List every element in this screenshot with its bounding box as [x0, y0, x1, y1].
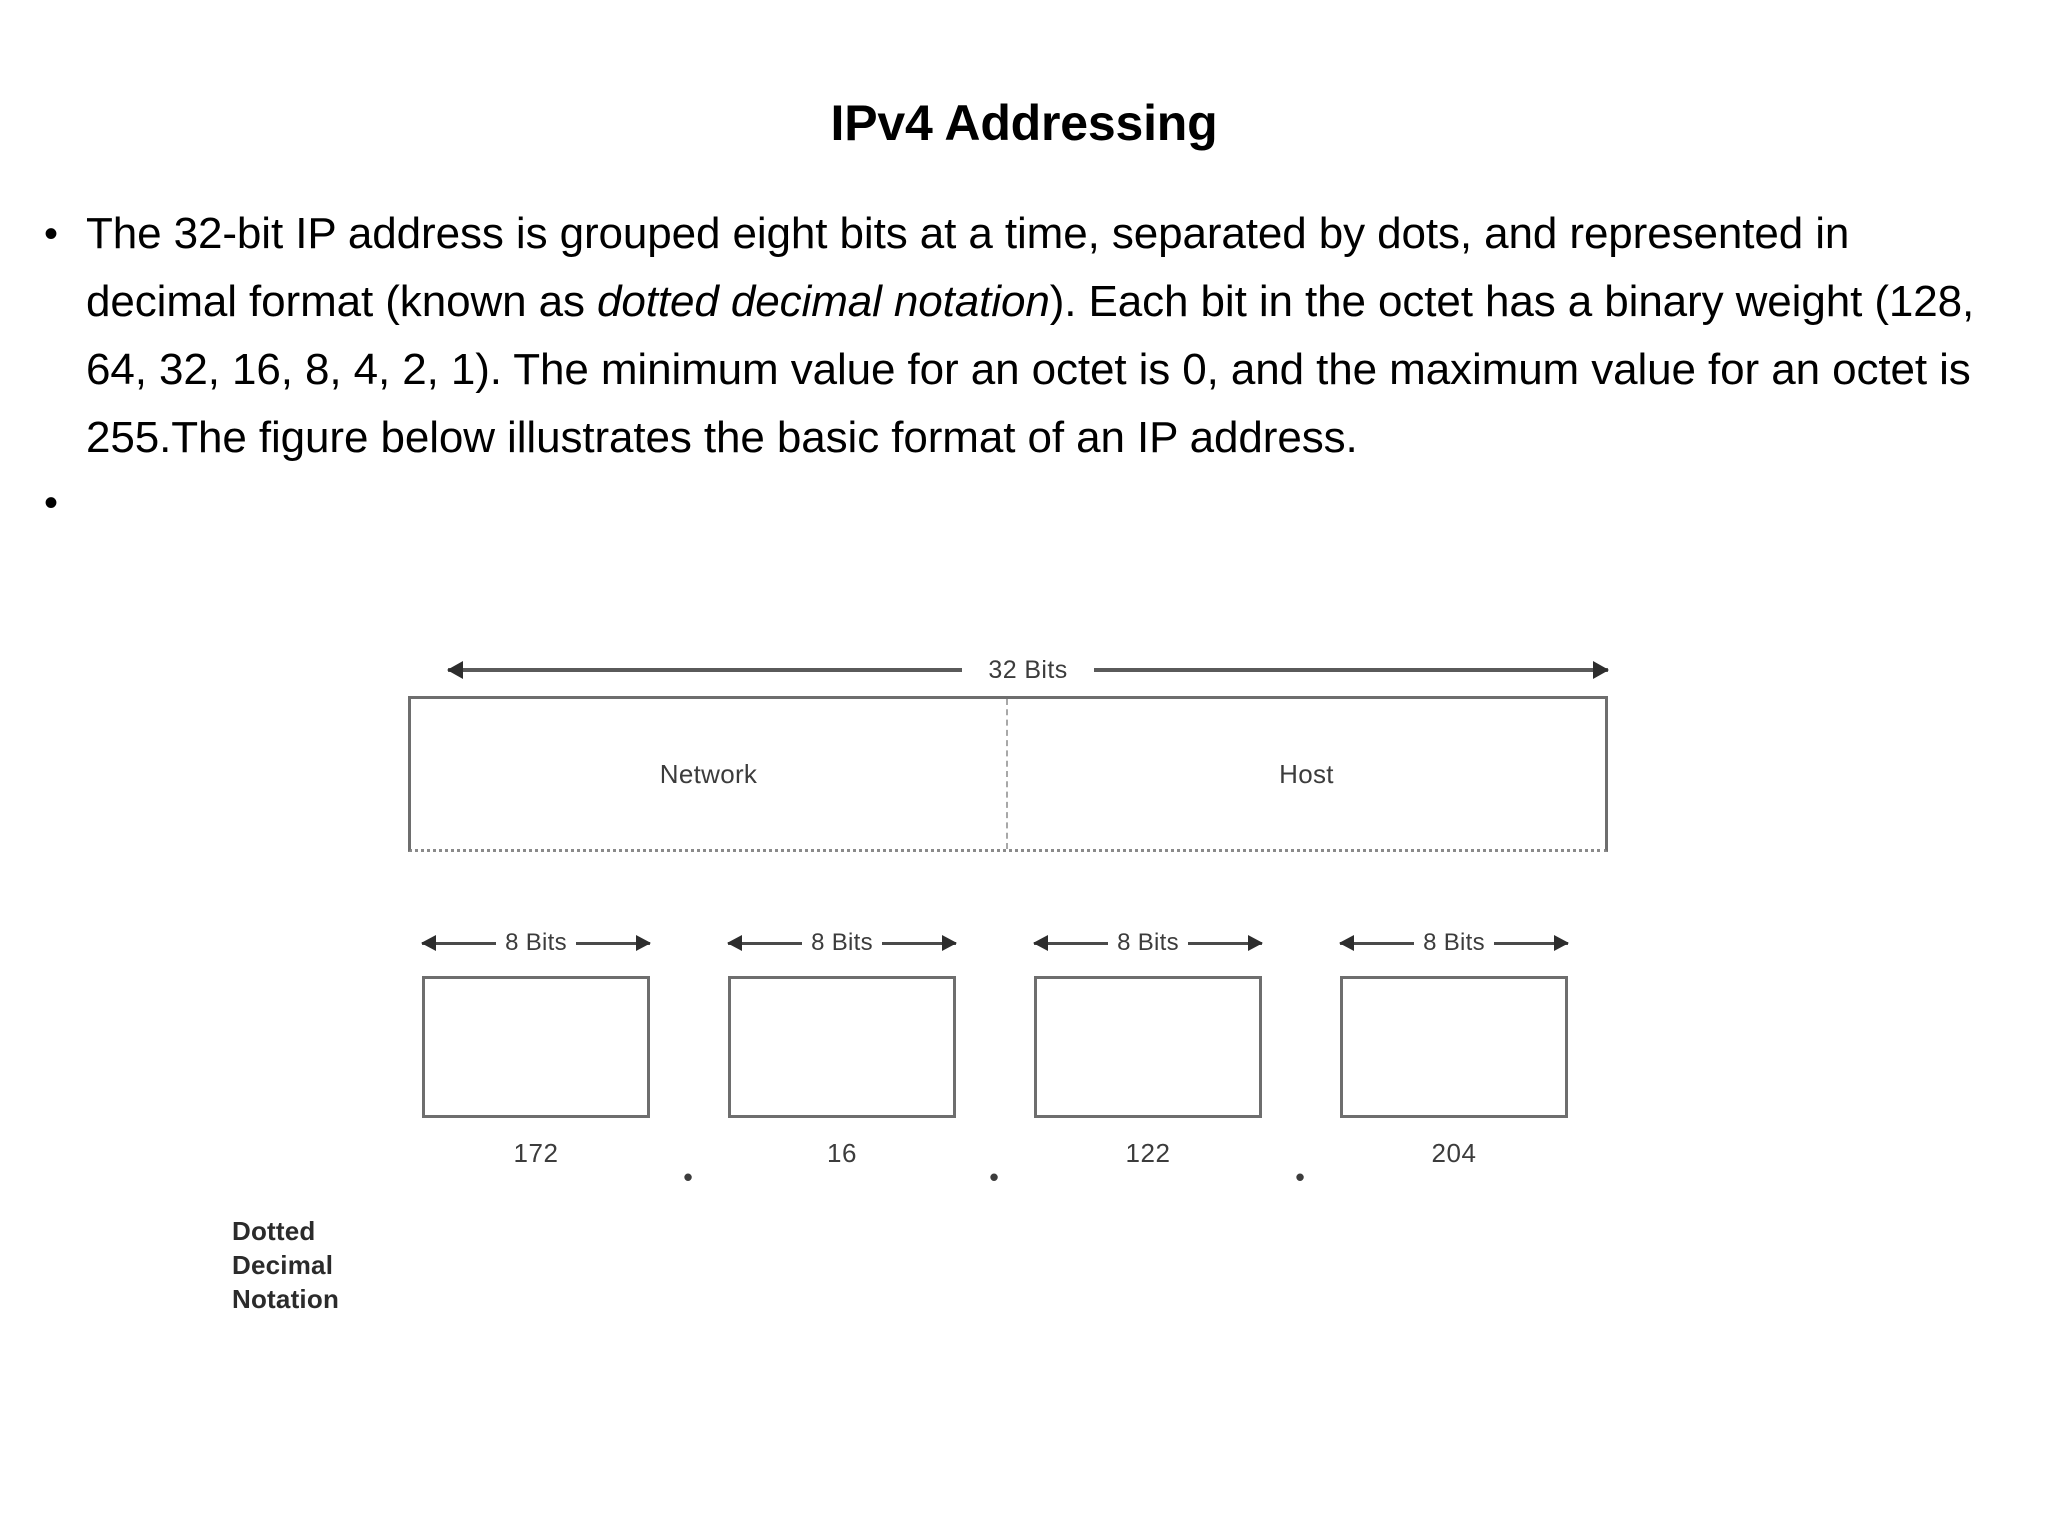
octet-value: 16 [827, 1138, 857, 1168]
octet-value: 122 [1125, 1138, 1171, 1168]
network-label: Network [659, 758, 758, 789]
octet-bits-label: 8 Bits [1423, 929, 1485, 956]
octet-group: Dotted Decimal Notation 8 Bits 172 [232, 926, 1608, 1314]
caption-line-3: Notation [232, 1284, 340, 1314]
dimension-line-right [1187, 935, 1264, 951]
octet-value: 172 [513, 1138, 559, 1168]
arrow-right-icon [1554, 935, 1570, 951]
bullet-marker-icon: • [44, 481, 59, 525]
caption-line-1: Dotted [232, 1216, 316, 1246]
octet-dimension: 8 Bits [1339, 926, 1570, 960]
arrow-right-icon [636, 935, 652, 951]
dimension-line-right [881, 935, 958, 951]
octet-separator-dot: • [683, 1162, 693, 1192]
bullet-segment-normal-1: The 32-bit IP address is grouped eight b… [86, 209, 1850, 326]
octet-dimension: 8 Bits [1033, 926, 1264, 960]
arrow-right-icon [1248, 935, 1264, 951]
total-width-dimension: 32 Bits [447, 648, 1610, 692]
octet-column: 8 Bits 204 [1339, 926, 1570, 1169]
dimension-line-left [421, 935, 497, 951]
octet-dimension: 8 Bits [727, 926, 958, 960]
octet-box [728, 976, 956, 1118]
dimension-line-left [727, 935, 803, 951]
arrow-left-icon [1339, 935, 1354, 951]
octet-box [422, 976, 650, 1118]
octet-value: 204 [1431, 1138, 1477, 1168]
host-portion: Host [1008, 699, 1605, 849]
bullet-text: The 32-bit IP address is grouped eight b… [86, 200, 2004, 472]
octet-bits-label: 8 Bits [1117, 929, 1179, 956]
total-width-label: 32 Bits [988, 655, 1068, 684]
dimension-line-left [447, 661, 963, 679]
octet-bits-label: 8 Bits [811, 929, 873, 956]
octet-bits-label: 8 Bits [505, 929, 567, 956]
ip-address-format-diagram: 32 Bits Network Host Dotted Decimal Nota… [232, 648, 1610, 1314]
host-label: Host [1279, 758, 1334, 789]
body-content: • The 32-bit IP address is grouped eight… [44, 200, 2004, 534]
arrow-left-icon [727, 935, 742, 951]
dimension-line-right [1493, 935, 1570, 951]
page-title: IPv4 Addressing [830, 95, 1218, 151]
octet-column: 8 Bits 16 [727, 926, 958, 1169]
octet-dimension: 8 Bits [421, 926, 652, 960]
address-bar: Network Host [408, 696, 1608, 852]
octet-separator-dot: • [1295, 1162, 1305, 1192]
network-portion: Network [411, 699, 1008, 849]
arrow-left-icon [421, 935, 436, 951]
arrow-left-icon [447, 661, 463, 679]
arrow-right-icon [942, 935, 958, 951]
dimension-line-left [1033, 935, 1109, 951]
dotted-decimal-notation-caption: Dotted Decimal Notation [232, 1214, 412, 1316]
bullet-segment-normal-2: ). Each bit in the octet has a binary we… [86, 277, 1975, 462]
arrow-right-icon [1593, 661, 1610, 679]
octet-column: 8 Bits 172 [421, 926, 652, 1169]
dimension-line-right [575, 935, 652, 951]
dimension-line-right [1093, 661, 1610, 679]
bullet-marker-icon: • [44, 212, 59, 256]
octet-box [1340, 976, 1568, 1118]
octet-box [1034, 976, 1262, 1118]
list-item: • The 32-bit IP address is grouped eight… [44, 200, 2004, 472]
octet-column: 8 Bits 122 [1033, 926, 1264, 1169]
list-item-empty: • [44, 472, 2004, 534]
arrow-left-icon [1033, 935, 1048, 951]
bullet-segment-italic: dotted decimal notation [597, 277, 1050, 326]
dimension-line-left [1339, 935, 1415, 951]
caption-line-2: Decimal [232, 1250, 334, 1280]
octet-separator-dot: • [989, 1162, 999, 1192]
